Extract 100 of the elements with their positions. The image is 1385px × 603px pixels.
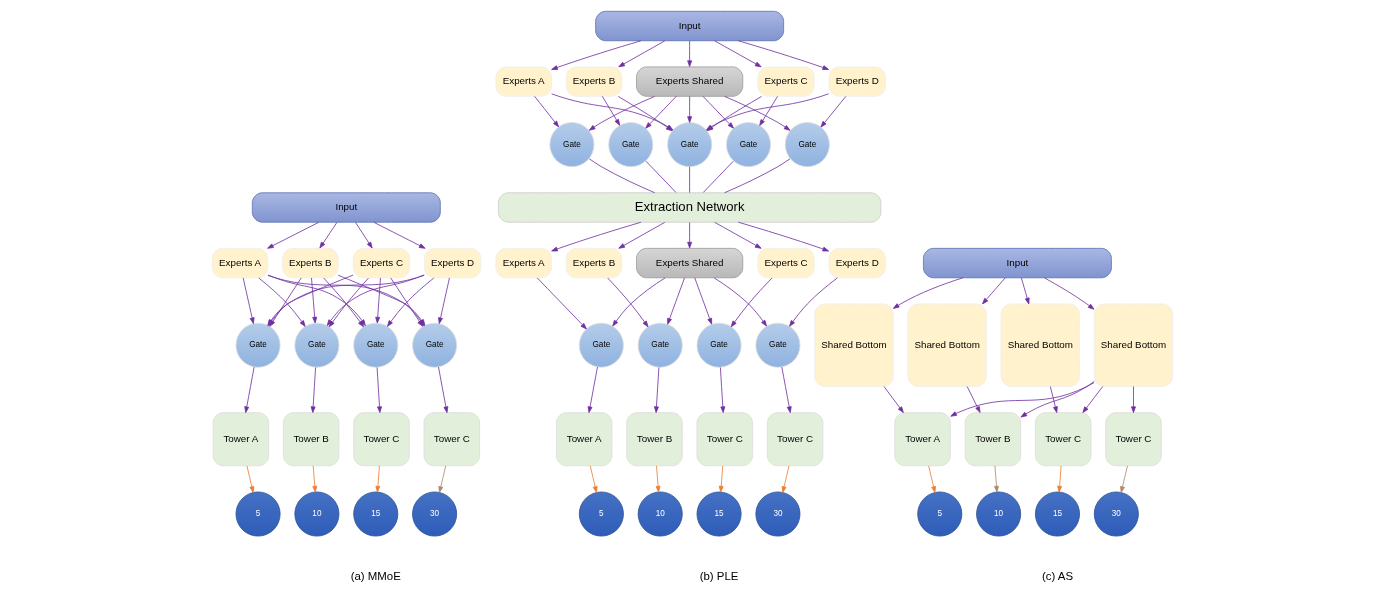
node-box: Experts D [828,247,886,279]
arrow [667,277,685,325]
arrow [1120,465,1128,493]
arrow [820,95,847,128]
arrow [737,40,830,70]
arrow [1057,465,1062,493]
arrow [687,95,693,123]
arrow [375,277,381,324]
node-box: Experts D [828,66,886,97]
node-box: Experts A [495,247,552,279]
label: (a) MMoE [350,569,401,582]
node-box: Experts A [495,66,552,97]
arrow [355,222,373,249]
node-box: Tower A [556,412,613,467]
node-box: Input [595,10,785,42]
node-box: Tower B [282,412,340,467]
arrow [724,96,791,131]
arrow [246,465,255,493]
arrow [654,367,660,413]
arrow [375,465,381,493]
arrow [438,277,450,324]
node-circle: 15 [353,491,399,537]
node-box: Experts Shared [636,66,744,97]
arrow [950,382,1095,417]
arrow [376,367,382,413]
node-circle: 5 [578,491,624,537]
arrow [551,221,642,252]
arrow [1131,386,1136,413]
node-box: Experts C [757,66,815,97]
arrow [1021,277,1030,305]
arrow [373,221,426,249]
node-circle: 10 [976,491,1022,537]
arrow [438,465,447,493]
node-box: Experts Shared [636,247,744,279]
node-circle: 30 [755,491,801,537]
arrow [589,465,598,493]
arrow [994,465,999,493]
node-box: Tower B [626,412,683,467]
node-box: Shared Bottom [1093,303,1174,387]
arrow [588,96,656,131]
arrow [242,277,255,324]
connector [588,158,656,194]
node-circle: 5 [917,491,963,537]
arrow [1020,381,1095,418]
arrow [612,277,666,327]
arrow [714,221,762,249]
arrow [607,277,649,328]
node-circle: 30 [1093,491,1139,537]
connector [645,160,677,193]
arrow [267,221,320,249]
node-box: Tower C [423,412,480,467]
node-box: Tower C [766,412,824,467]
node-box: Tower C [696,412,753,467]
node-circle: 30 [412,491,458,537]
arrow [694,277,713,325]
node-box: Experts C [352,247,411,279]
arrow [310,367,316,413]
arrow [892,277,964,309]
arrow [687,40,693,67]
connector [689,166,691,194]
arrow [655,465,661,493]
arrow [759,95,778,126]
arrow [781,366,792,413]
arrow [928,465,936,493]
arrow [1082,386,1104,413]
arrow [966,386,981,413]
node-box: Tower B [964,412,1022,467]
arrow [551,40,642,70]
arrow [982,277,1006,305]
node-box: Tower A [894,412,951,467]
node-circle: 10 [294,491,340,537]
node-circle: 5 [235,491,281,537]
arrow [618,40,666,68]
arrow [534,95,560,128]
arrow [718,465,724,493]
arrow [1049,386,1058,413]
node-box: Tower A [212,412,270,467]
node-circle: 15 [696,491,742,537]
arrow [702,95,734,129]
arrow [781,465,790,493]
arrow [720,367,726,413]
connector [702,160,734,193]
node-box: Tower C [1105,412,1162,467]
arrow [730,277,773,328]
arrow [319,222,338,249]
arrow [687,222,693,249]
arrow [714,40,762,68]
label: (c) AS [1041,569,1074,582]
connector [724,158,791,194]
arrow [1044,277,1095,310]
arrow [587,366,598,413]
arrow [438,366,449,413]
node-box: Experts B [565,66,623,97]
arrow [311,277,318,324]
node-box: Experts D [423,247,482,279]
arrow [601,95,621,126]
node-box: Tower C [1035,412,1092,467]
arrow [883,386,904,413]
node-box: Experts C [757,247,815,279]
node-box: Experts A [211,247,269,279]
